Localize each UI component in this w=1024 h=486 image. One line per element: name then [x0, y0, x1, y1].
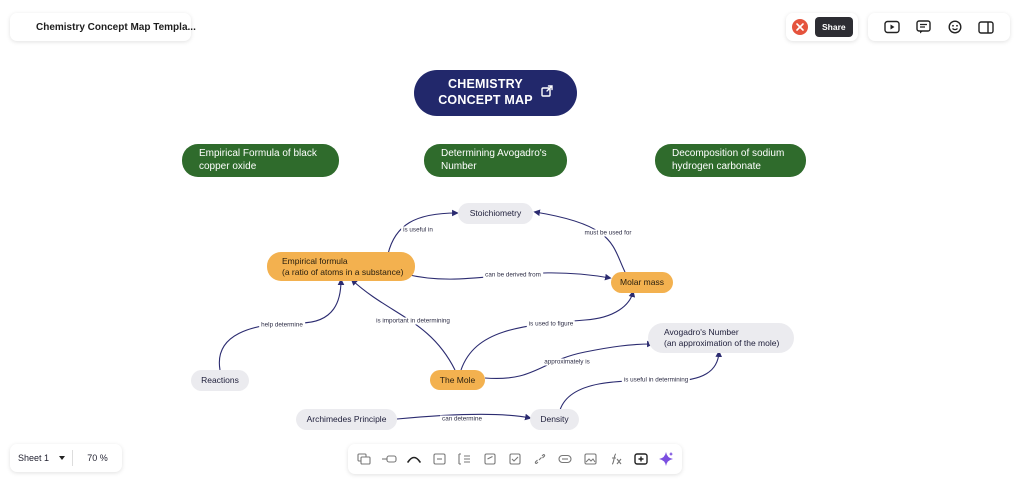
node-label: Density — [540, 414, 569, 425]
node-molar-mass[interactable]: Molar mass — [611, 272, 673, 293]
sheet-controls: Sheet 1 70 % — [10, 444, 122, 472]
frame-icon[interactable] — [429, 449, 449, 469]
edge-mole-avogadro[interactable] — [484, 340, 654, 380]
topic-label: Determining Avogadro's Number — [441, 148, 547, 172]
edge-label: help determine — [259, 321, 305, 329]
ai-sparkle-icon[interactable] — [656, 449, 676, 469]
external-link-icon[interactable] — [541, 84, 553, 102]
topic-node-avogadro[interactable]: Determining Avogadro's Number — [424, 144, 567, 177]
topic-label: Decomposition of sodium hydrogen carbona… — [672, 148, 785, 172]
side-panel-icon[interactable] — [976, 17, 996, 37]
edge-label: is important in determining — [374, 317, 452, 325]
insert-toolbar — [348, 444, 682, 474]
curve-icon[interactable] — [404, 449, 424, 469]
edge-molar-stoichiometry[interactable] — [533, 209, 626, 273]
topic-node-decomposition[interactable]: Decomposition of sodium hydrogen carbona… — [655, 144, 806, 177]
share-card: Share — [786, 13, 858, 41]
edge-label: can be derived from — [483, 271, 543, 279]
zoom-level[interactable]: 70 % — [87, 453, 108, 463]
edge-label: must be used for — [582, 229, 634, 237]
edge-archimedes-density[interactable] — [396, 413, 532, 421]
user-avatar-icon[interactable] — [792, 19, 808, 35]
node-label: Archimedes Principle — [306, 414, 387, 425]
edge-label: is useful in — [401, 226, 435, 234]
node-avogadro-number[interactable]: Avogadro's Number (an approximation of t… — [648, 323, 794, 353]
formula-icon[interactable] — [606, 449, 626, 469]
embed-icon[interactable] — [555, 449, 575, 469]
node-label: Stoichiometry — [469, 208, 522, 219]
topic-node-empirical-formula[interactable]: Empirical Formula of black copper oxide — [182, 144, 339, 177]
edge-mole-empirical[interactable] — [350, 278, 456, 371]
edge-label: is useful in determining — [621, 376, 691, 384]
node-the-mole[interactable]: The Mole — [430, 370, 485, 390]
node-density[interactable]: Density — [530, 409, 579, 430]
node-label: Molar mass — [620, 277, 664, 288]
node-empirical-formula[interactable]: Empirical formula (a ratio of atoms in a… — [267, 252, 415, 281]
share-button[interactable]: Share — [815, 17, 853, 37]
node-reactions[interactable]: Reactions — [191, 370, 249, 391]
edge-label: can determine — [440, 415, 484, 423]
comment-icon[interactable] — [913, 17, 933, 37]
note-icon[interactable] — [480, 449, 500, 469]
node-stoichiometry[interactable]: Stoichiometry — [458, 203, 533, 224]
node-archimedes-principle[interactable]: Archimedes Principle — [296, 409, 397, 430]
add-block-icon[interactable] — [631, 449, 651, 469]
sheet-selector[interactable]: Sheet 1 — [10, 453, 72, 463]
link-icon[interactable] — [530, 449, 550, 469]
edge-label: approximately is — [542, 358, 592, 366]
root-node[interactable]: CHEMISTRY CONCEPT MAP — [414, 70, 577, 116]
text-icon[interactable] — [455, 449, 475, 469]
view-tools — [868, 13, 1010, 41]
connector-icon[interactable] — [379, 449, 399, 469]
sheet-name: Sheet 1 — [18, 453, 50, 463]
root-title: CHEMISTRY CONCEPT MAP — [438, 77, 533, 107]
smiley-icon[interactable] — [945, 17, 965, 37]
document-title-card: Chemistry Concept Map Templa... — [10, 13, 196, 41]
document-title[interactable]: Chemistry Concept Map Templa... — [36, 21, 196, 33]
edge-label: is used to figure — [526, 320, 576, 328]
node-label: The Mole — [439, 374, 476, 385]
node-label: Empirical formula (a ratio of atoms in a… — [282, 255, 404, 277]
topic-label: Empirical Formula of black copper oxide — [199, 148, 317, 172]
chevron-down-icon — [59, 456, 66, 460]
sticky-notes-icon[interactable] — [354, 449, 374, 469]
image-icon[interactable] — [580, 449, 600, 469]
edge-empirical-stoichiometry[interactable] — [387, 209, 459, 255]
divider — [72, 450, 73, 466]
play-icon[interactable] — [882, 17, 902, 37]
node-label: Avogadro's Number (an approximation of t… — [664, 327, 780, 348]
node-label: Reactions — [201, 375, 239, 386]
checkbox-icon[interactable] — [505, 449, 525, 469]
